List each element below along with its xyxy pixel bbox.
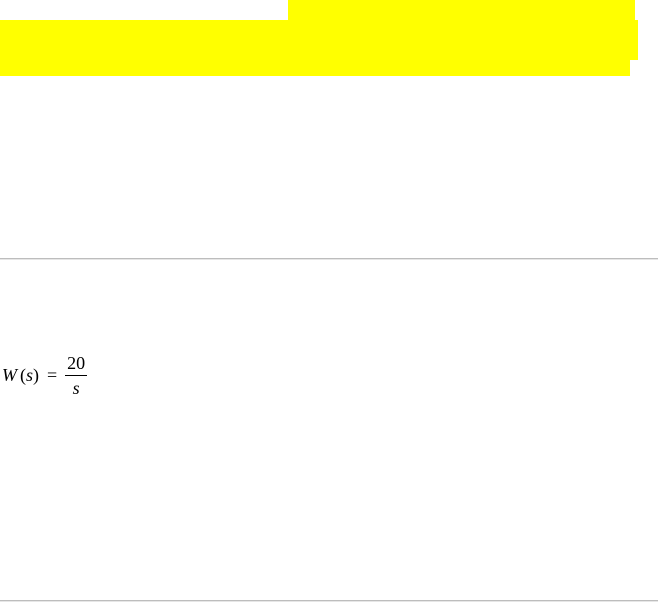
formula-equals-sign: = [47,364,58,385]
transfer-function-formula: W ( s ) = 20 s [2,352,88,398]
highlight-band-bottom [0,60,630,76]
formula-numerator: 20 [67,352,86,373]
fraction-bar [65,374,88,376]
formula-function-name: W [2,364,17,385]
horizontal-rule-bottom [0,600,658,601]
highlight-band-top [288,0,635,20]
formula-denominator: s [72,377,80,398]
formula-open-paren: ( [20,364,26,385]
formula-variable: s [26,364,34,385]
highlight-band-main [0,20,638,60]
formula-close-paren: ) [33,364,40,385]
formula-fraction: 20 s [65,352,88,398]
horizontal-rule-top [0,258,658,259]
